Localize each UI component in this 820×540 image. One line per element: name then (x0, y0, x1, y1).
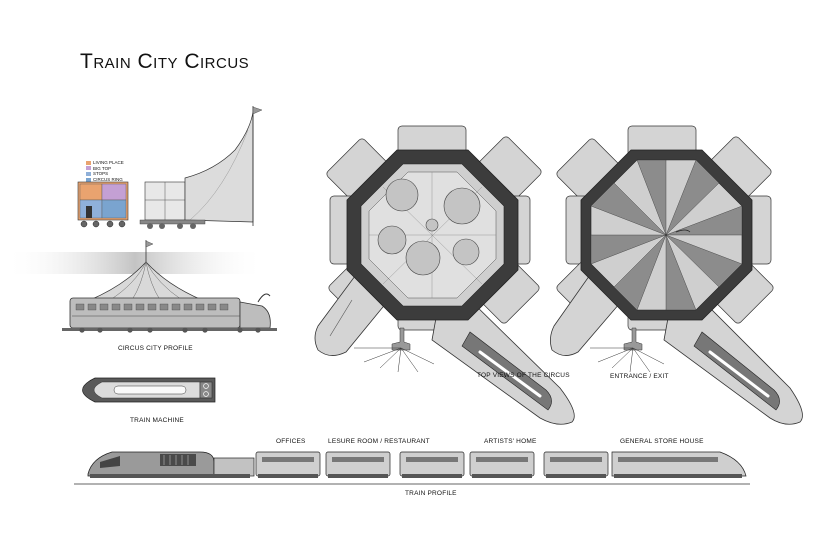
label-top-views: TOP VIEWS OF THE CIRCUS (477, 372, 570, 379)
page-title: Train City Circus (80, 50, 250, 73)
circus-city-profile-drawing (62, 240, 277, 333)
light-beam (5, 252, 265, 274)
label-circus-city-profile: CIRCUS CITY PROFILE (118, 345, 193, 352)
label-artists-home: ARTISTS' HOME (484, 438, 537, 445)
tent-section-diagram (139, 106, 263, 229)
label-general-store: GENERAL STORE HOUSE (620, 438, 704, 445)
legend-item-big-top: BIG TOP (86, 166, 124, 172)
label-offices: OFFICES (276, 438, 306, 445)
legend-item-stops: STOPS (86, 171, 124, 177)
legend-swatch (86, 166, 91, 171)
legend-item-circus-ring: CIRCUS RING (86, 177, 124, 183)
legend-swatch (86, 177, 91, 182)
label-train-machine: TRAIN MACHINE (130, 417, 184, 424)
label-train-profile: TRAIN PROFILE (405, 490, 457, 497)
legend: LIVING PLACE BIG TOP STOPS CIRCUS RING (86, 160, 124, 182)
circus-top-view-tent (550, 125, 803, 425)
legend-item-living-place: LIVING PLACE (86, 160, 124, 166)
legend-swatch (86, 160, 91, 165)
train-section-diagram (77, 181, 129, 228)
train-machine-drawing (82, 377, 216, 403)
legend-swatch (86, 171, 91, 176)
label-entrance-exit: ENTRANCE / EXIT (610, 373, 669, 380)
circus-top-view-rings (314, 125, 575, 425)
train-profile-drawing (74, 451, 750, 485)
label-leisure-room: LESURE ROOM / RESTAURANT (328, 438, 430, 445)
